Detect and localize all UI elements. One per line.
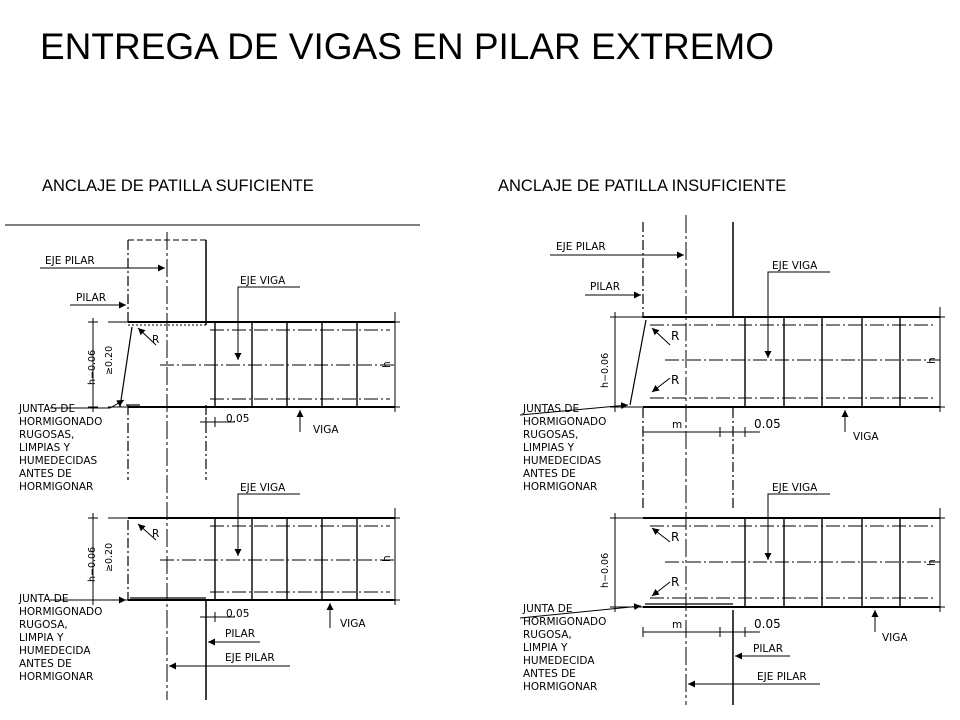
viga-label-4: VIGA — [882, 632, 908, 644]
junta-r-line-3: RUGOSA, — [523, 629, 572, 641]
junta-r-line-5: HUMEDECIDA — [523, 655, 595, 667]
viga-label-2: VIGA — [340, 618, 366, 630]
radius-label-3: R — [671, 329, 679, 343]
juntas-line-5: HUMEDECIDAS — [19, 455, 98, 467]
gap-label-2: 0.05 — [226, 608, 249, 620]
radius-label-2: R — [152, 528, 159, 540]
subtitle-left: ANCLAJE DE PATILLA SUFICIENTE — [42, 177, 314, 195]
left-pillar — [127, 232, 207, 700]
right-top-beam — [610, 307, 945, 437]
junta-r-line-7: HORMIGONAR — [523, 681, 597, 693]
juntas-r-line-5: HUMEDECIDAS — [523, 455, 602, 467]
anchor-length-label: m — [672, 419, 682, 431]
eje-pilar-label: EJE PILAR — [45, 255, 95, 267]
height-label: h — [381, 361, 393, 368]
left-top-beam — [88, 312, 400, 427]
eje-viga-label: EJE VIGA — [240, 275, 286, 287]
pilar-label-4: PILAR — [753, 643, 783, 655]
right-top-arrows — [519, 251, 849, 432]
juntas-line-4: LIMPIAS Y — [19, 442, 71, 454]
eje-pilar-label-2: EJE PILAR — [225, 652, 275, 664]
junta-line-7: HORMIGONAR — [19, 671, 93, 683]
right-top-labels: EJE PILAR PILAR EJE VIGA R R h−0.06 h m … — [522, 241, 938, 493]
juntas-r-line-2: HORMIGONADO — [523, 416, 606, 428]
junta-line-6: ANTES DE — [19, 658, 72, 670]
junta-r-line-2: HORMIGONADO — [523, 616, 606, 628]
junta-r-line-4: LIMPIA Y — [523, 642, 568, 654]
eje-viga-label-2: EJE VIGA — [240, 482, 286, 494]
junta-line-3: RUGOSA, — [19, 619, 68, 631]
junta-r-line-1: JUNTA DE — [522, 603, 572, 615]
height-label-4: h — [926, 559, 938, 566]
juntas-r-line-6: ANTES DE — [523, 468, 576, 480]
min-embed-label: ≥0.20 — [104, 346, 115, 375]
gap-label-4: 0.05 — [754, 617, 781, 631]
height-minus-label-3: h−0.06 — [600, 353, 611, 388]
eje-pilar-label-3: EJE PILAR — [556, 241, 606, 253]
left-top-arrows — [40, 264, 304, 432]
pilar-label-2: PILAR — [225, 628, 255, 640]
min-embed-label-2: ≥0.20 — [104, 543, 115, 572]
juntas-line-2: HORMIGONADO — [19, 416, 102, 428]
right-bottom-labels: EJE VIGA R R h−0.06 h m 0.05 VIGA PILAR … — [522, 482, 938, 693]
viga-label: VIGA — [313, 424, 339, 436]
juntas-r-line-3: RUGOSAS, — [523, 429, 578, 441]
right-pillar — [642, 215, 734, 705]
juntas-r-line-7: HORMIGONAR — [523, 481, 597, 493]
radius-label: R — [152, 334, 159, 346]
eje-viga-label-4: EJE VIGA — [772, 482, 818, 494]
juntas-r-line-1: JUNTAS DE — [522, 403, 579, 415]
eje-pilar-label-4: EJE PILAR — [757, 671, 807, 683]
viga-label-3: VIGA — [853, 431, 879, 443]
junta-line-5: HUMEDECIDA — [19, 645, 91, 657]
left-bottom-arrows — [50, 493, 334, 670]
radius-label-6: R — [671, 575, 679, 589]
juntas-line-3: RUGOSAS, — [19, 429, 74, 441]
page-title: ENTREGA DE VIGAS EN PILAR EXTREMO — [40, 26, 775, 67]
pilar-label: PILAR — [76, 292, 106, 304]
height-minus-label-2: h−0.06 — [87, 547, 98, 582]
left-bottom-beam — [88, 508, 400, 622]
junta-line-2: HORMIGONADO — [19, 606, 102, 618]
radius-label-5: R — [671, 530, 679, 544]
juntas-line-6: ANTES DE — [19, 468, 72, 480]
subtitle-right: ANCLAJE DE PATILLA INSUFICIENTE — [498, 177, 787, 195]
left-top-labels: EJE PILAR PILAR EJE VIGA R h−0.06 ≥0.20 … — [18, 255, 393, 493]
height-label-2: h — [381, 555, 393, 562]
radius-label-4: R — [671, 373, 679, 387]
right-bottom-arrows — [519, 493, 879, 688]
junta-r-line-6: ANTES DE — [523, 668, 576, 680]
pilar-label-3: PILAR — [590, 281, 620, 293]
gap-label-3: 0.05 — [754, 417, 781, 431]
right-bottom-beam — [610, 508, 945, 637]
juntas-r-line-4: LIMPIAS Y — [523, 442, 575, 454]
left-bottom-labels: EJE VIGA R h−0.06 ≥0.20 h 0.05 VIGA PILA… — [18, 482, 393, 683]
height-label-3: h — [926, 357, 938, 364]
juntas-line-7: HORMIGONAR — [19, 481, 93, 493]
anchor-length-label-2: m — [672, 619, 682, 631]
juntas-line-1: JUNTAS DE — [18, 403, 75, 415]
gap-label: 0.05 — [226, 413, 249, 425]
eje-viga-label-3: EJE VIGA — [772, 260, 818, 272]
junta-line-1: JUNTA DE — [18, 593, 68, 605]
junta-line-4: LIMPIA Y — [19, 632, 64, 644]
height-minus-label: h−0.06 — [87, 350, 98, 385]
height-minus-label-4: h−0.06 — [600, 553, 611, 588]
